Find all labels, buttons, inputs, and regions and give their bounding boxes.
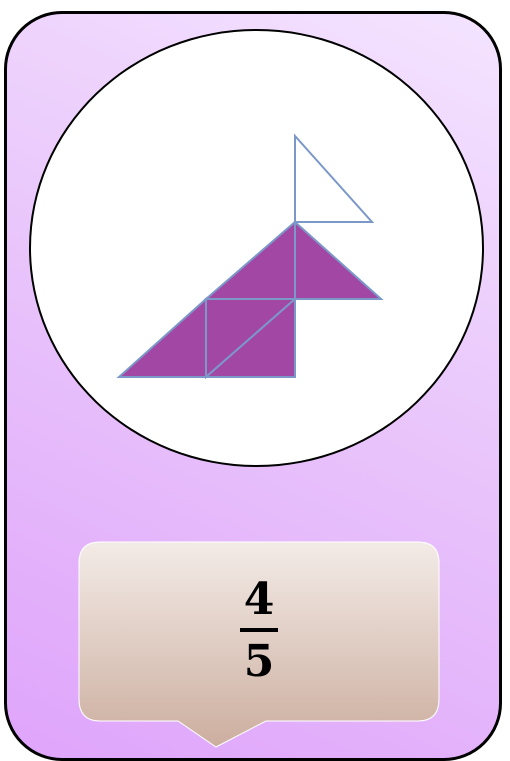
shaded-piece-body-top (206, 222, 381, 299)
shaded-piece-tail (119, 299, 206, 377)
fraction-denominator: 5 (244, 640, 275, 684)
fraction-label: 4 5 (78, 541, 440, 721)
figure-circle (29, 29, 484, 467)
fraction-bar (240, 628, 278, 632)
answer-callout: 4 5 (78, 541, 440, 751)
fraction-numerator: 4 (244, 578, 275, 622)
fraction-card: 4 5 (4, 11, 502, 761)
unshaded-triangle (295, 136, 372, 222)
tangram-bird-figure (31, 31, 484, 467)
